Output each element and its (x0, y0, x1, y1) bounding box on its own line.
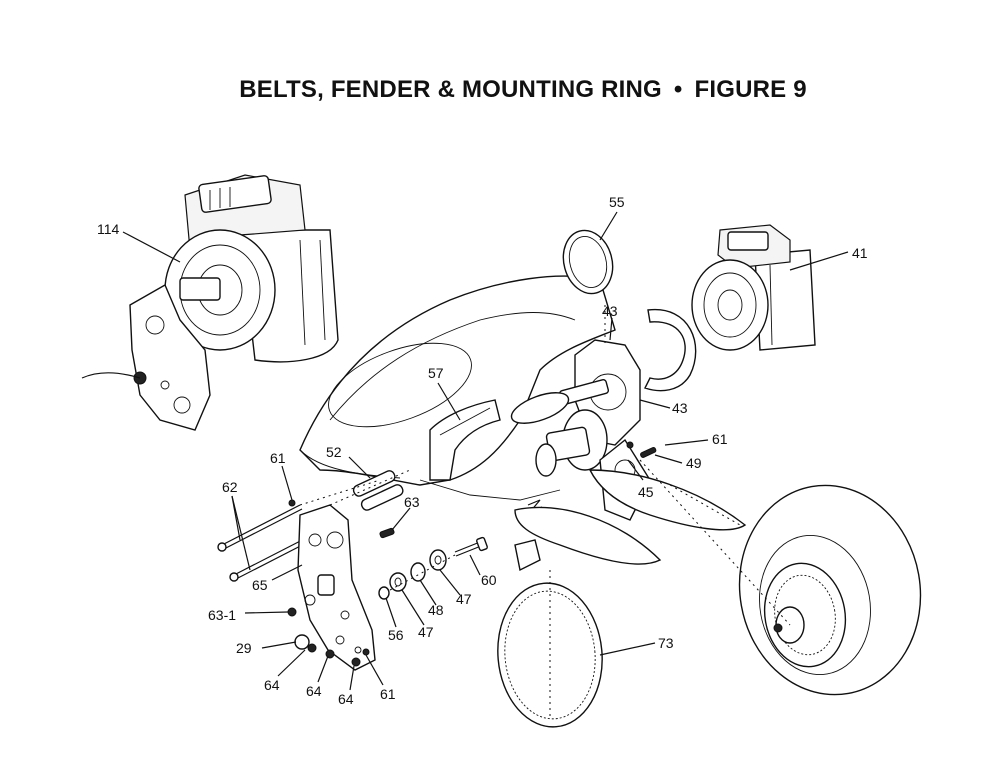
callout-41: 41 (852, 245, 868, 261)
callout-61-right: 61 (712, 431, 728, 447)
callout-64-right: 64 (338, 691, 354, 707)
callout-60: 60 (481, 572, 497, 588)
callout-45: 45 (638, 484, 654, 500)
callout-61-bottom: 61 (380, 686, 396, 702)
callout-73: 73 (658, 635, 674, 651)
mounting-ring (562, 229, 614, 295)
leader-lines (122, 211, 849, 691)
title-separator: • (673, 76, 683, 103)
callout-61-top: 61 (270, 450, 286, 466)
belt-guide (429, 399, 501, 481)
callout-65: 65 (252, 577, 268, 593)
callout-47-left: 47 (418, 624, 434, 640)
fender-arms (514, 469, 747, 565)
split-ring (644, 309, 697, 392)
callout-64-middle: 64 (306, 683, 322, 699)
fender-frame (299, 275, 616, 501)
callout-114: 114 (97, 221, 120, 237)
motor-left (81, 174, 339, 431)
callout-43-upper: 43 (602, 303, 618, 319)
callouts: 114 55 41 43 43 57 61 49 45 52 62 61 63 … (97, 194, 868, 707)
motor-right (691, 224, 816, 351)
callout-63-1: 63-1 (208, 607, 236, 623)
callout-47-right: 47 (456, 591, 472, 607)
figure-title: BELTS, FENDER & MOUNTING RING • FIGURE 9 (0, 76, 1000, 104)
callout-64-left: 64 (264, 677, 280, 693)
callout-49: 49 (686, 455, 702, 471)
figure-number: FIGURE 9 (694, 76, 807, 103)
callout-57: 57 (428, 365, 444, 381)
callout-52: 52 (326, 444, 342, 460)
callout-55: 55 (609, 194, 625, 210)
wheel (738, 484, 922, 696)
callout-56: 56 (388, 627, 404, 643)
callout-43-lower: 43 (672, 400, 688, 416)
callout-62: 62 (222, 479, 238, 495)
figure-title-text: BELTS, FENDER & MOUNTING RING (239, 76, 662, 103)
callout-48: 48 (428, 602, 444, 618)
callout-63: 63 (404, 494, 420, 510)
side-plate (297, 504, 376, 671)
alignment-lines (299, 305, 791, 720)
callout-29: 29 (236, 640, 252, 656)
